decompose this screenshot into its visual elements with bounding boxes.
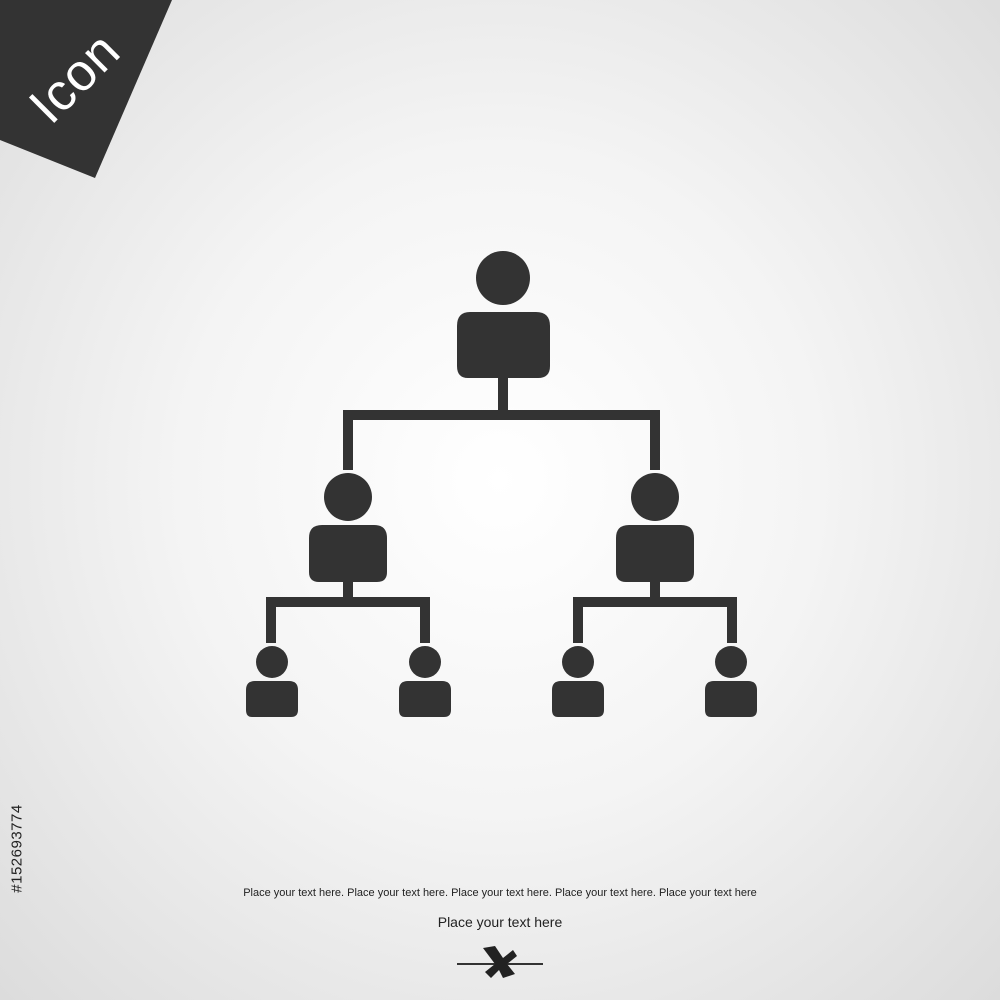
caption-subtitle: Place your text here xyxy=(437,914,563,930)
hierarchy-connectors xyxy=(266,378,737,643)
person-icon-bottom-3 xyxy=(552,646,604,717)
person-icon-bottom-1 xyxy=(246,646,298,717)
person-icon-top xyxy=(457,251,550,378)
person-icon-bottom-4 xyxy=(705,646,757,717)
person-icon-bottom-2 xyxy=(399,646,451,717)
x-logo-icon xyxy=(457,946,543,978)
person-icon-middle-left xyxy=(309,473,387,582)
person-icon-middle-right xyxy=(616,473,694,582)
corner-badge: Icon xyxy=(0,0,180,180)
corner-badge-shape xyxy=(0,0,172,178)
caption-line: Place your text here. Place your text he… xyxy=(243,887,757,899)
